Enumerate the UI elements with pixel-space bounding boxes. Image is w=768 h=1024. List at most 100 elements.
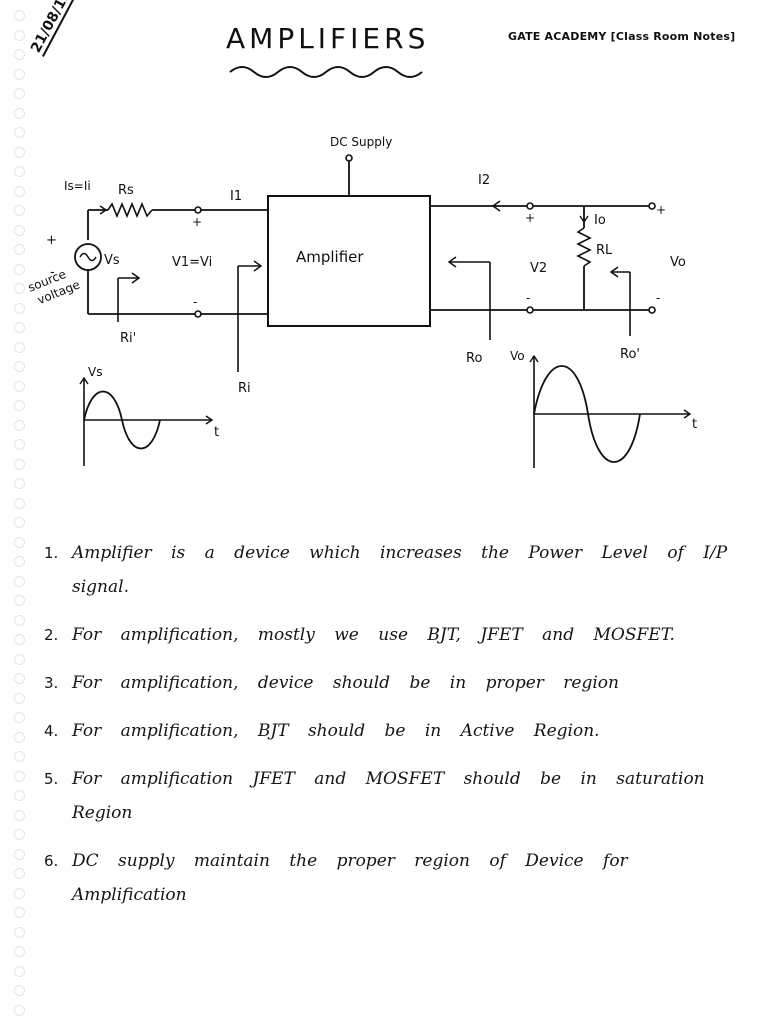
v1-vi-label: V1=Vi xyxy=(172,255,212,270)
spiral-hole xyxy=(14,380,25,392)
spiral-hole xyxy=(14,497,25,509)
spiral-hole xyxy=(14,965,25,977)
input-terminal-top xyxy=(194,206,202,214)
spiral-binding xyxy=(14,0,30,1024)
title-wavy-underline xyxy=(229,66,423,78)
spiral-hole xyxy=(14,400,25,411)
input-wave-y-arrow xyxy=(79,376,89,385)
vo-label: Vo xyxy=(670,255,686,270)
dc-supply-terminal xyxy=(345,154,353,162)
input-sine-wave xyxy=(83,390,161,450)
spiral-hole xyxy=(14,361,25,372)
output-terminal-top xyxy=(526,202,534,210)
spiral-hole xyxy=(14,205,25,216)
output-wave-label: Vo xyxy=(510,349,525,363)
spiral-hole xyxy=(14,224,25,236)
amplifier-box-label: Amplifier xyxy=(296,248,364,266)
input-wave-t-label: t xyxy=(214,425,219,440)
spiral-hole xyxy=(14,946,25,957)
spiral-hole xyxy=(14,751,25,762)
spiral-hole xyxy=(14,458,25,470)
spiral-hole xyxy=(14,985,25,996)
io-label: Io xyxy=(594,213,606,228)
spiral-hole xyxy=(14,419,25,431)
ro-arrow-head xyxy=(447,256,457,268)
dc-supply-label: DC Supply xyxy=(330,135,392,149)
spiral-hole xyxy=(14,283,25,294)
note-item: 3. For amplification, device should be i… xyxy=(44,666,756,700)
spiral-hole xyxy=(14,10,25,21)
note-number: 2. xyxy=(44,626,59,644)
source-plus-label: + xyxy=(46,233,57,248)
spiral-hole xyxy=(14,926,25,938)
source-minus-label: - xyxy=(50,265,55,280)
note-number: 1. xyxy=(44,544,59,562)
i2-arrow-head xyxy=(491,200,501,212)
ro-label: Ro xyxy=(466,351,482,366)
output-wave-y-arrow xyxy=(529,354,539,363)
spiral-hole xyxy=(14,439,25,450)
note-text: For amplification JFET and MOSFET should… xyxy=(72,769,705,823)
vs-label: Vs xyxy=(104,253,120,268)
note-number: 5. xyxy=(44,770,59,788)
spiral-hole xyxy=(14,263,25,275)
output-minus-label: - xyxy=(526,291,530,305)
spiral-hole xyxy=(14,166,25,177)
spiral-hole xyxy=(14,595,25,606)
ri-label: Ri xyxy=(238,381,251,396)
amplifier-box xyxy=(267,195,431,327)
load-terminal-bottom xyxy=(648,306,656,314)
note-item: 5. For amplification JFET and MOSFET sho… xyxy=(44,762,756,830)
output-terminal-bottom xyxy=(526,306,534,314)
spiral-hole xyxy=(14,1004,25,1016)
load-plus-label: + xyxy=(656,203,666,217)
load-terminal-top xyxy=(648,202,656,210)
spiral-hole xyxy=(14,341,25,353)
ri-prime-arrow-head xyxy=(131,272,141,284)
spiral-hole xyxy=(14,634,25,645)
spiral-hole xyxy=(14,809,25,821)
rl-resistor xyxy=(576,227,592,267)
is-ii-label: Is=Ii xyxy=(64,179,91,193)
page-title: AMPLIFIERS xyxy=(226,22,430,55)
load-minus-label: - xyxy=(656,291,660,305)
spiral-hole xyxy=(14,68,25,80)
spiral-hole xyxy=(14,673,25,684)
note-item: 4. For amplification, BJT should be in A… xyxy=(44,714,756,748)
i2-label: I2 xyxy=(478,173,490,188)
spiral-hole xyxy=(14,575,25,587)
ri-arrow-head xyxy=(253,260,263,272)
spiral-hole xyxy=(14,653,25,665)
spiral-hole xyxy=(14,614,25,626)
v2-label: V2 xyxy=(530,261,547,276)
input-wave-x-arrow xyxy=(205,415,214,425)
spiral-hole xyxy=(14,907,25,918)
spiral-hole xyxy=(14,244,25,255)
note-item: 2. For amplification, mostly we use BJT,… xyxy=(44,618,756,652)
spiral-hole xyxy=(14,868,25,879)
source-label: GATE ACADEMY [Class Room Notes] xyxy=(508,30,736,43)
rs-resistor xyxy=(107,201,153,219)
output-wave-t-label: t xyxy=(692,417,697,432)
note-number: 6. xyxy=(44,852,59,870)
spiral-hole xyxy=(14,692,25,704)
spiral-hole xyxy=(14,185,25,197)
note-item: 6. DC supply maintain the proper region … xyxy=(44,844,756,912)
output-sine-wave xyxy=(533,365,641,463)
spiral-hole xyxy=(14,49,25,60)
spiral-hole xyxy=(14,829,25,840)
spiral-hole xyxy=(14,556,25,567)
notes-list: 1. Amplifier is a device which increases… xyxy=(44,536,756,926)
input-minus-label: - xyxy=(193,295,197,309)
spiral-hole xyxy=(14,88,25,99)
note-item: 1. Amplifier is a device which increases… xyxy=(44,536,756,604)
spiral-hole xyxy=(14,146,25,158)
spiral-hole xyxy=(14,731,25,743)
amplifier-circuit-diagram: DC Supply Amplifier Is=Ii Rs Vs + - sour… xyxy=(26,66,697,468)
ro-prime-arrow-head xyxy=(609,266,619,278)
note-text: For amplification, device should be in p… xyxy=(72,673,619,693)
spiral-hole xyxy=(14,712,25,723)
spiral-hole xyxy=(14,127,25,138)
is-arrow xyxy=(99,205,108,215)
